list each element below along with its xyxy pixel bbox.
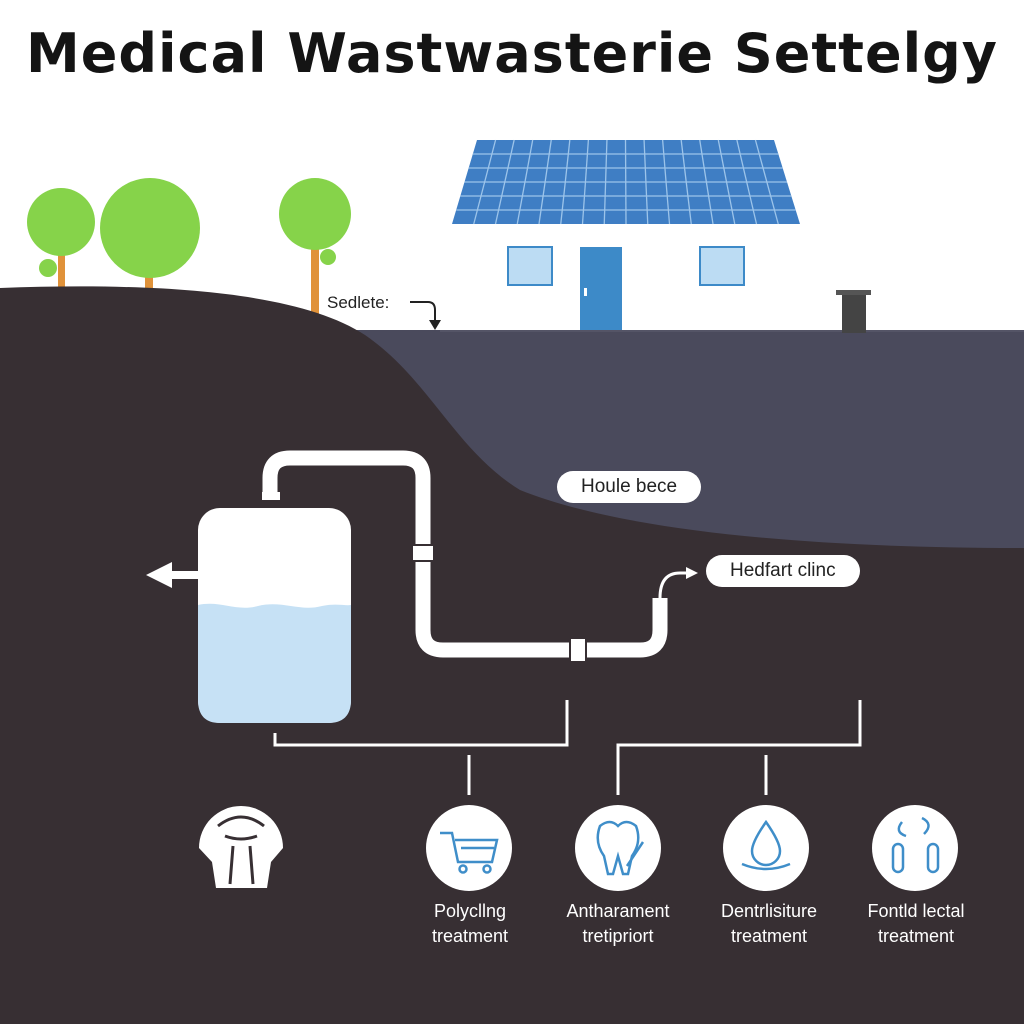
treatment-caption-line: Antharament xyxy=(566,901,670,921)
vent-pipe xyxy=(836,290,871,333)
label-pill-clinic: Hedfart clinc xyxy=(706,555,860,587)
treatment-caption-line: treatment xyxy=(877,926,955,946)
treatment-icon-circle xyxy=(426,805,512,891)
treatment-caption-line: treatment xyxy=(730,926,808,946)
water-drop-icon xyxy=(741,819,791,871)
test-tubes-icon xyxy=(891,816,940,874)
tooth-icon xyxy=(596,820,645,876)
label-pill-house: Houle bece xyxy=(557,471,702,503)
treatment-icon-circle xyxy=(872,805,958,891)
treatment-caption-line: Dentrlisiture xyxy=(720,901,818,921)
page-title: Medical Wastwasterie Settelgy xyxy=(26,22,998,85)
tree-icon xyxy=(279,178,351,320)
treatment-caption-line: Fontld lectal xyxy=(867,901,965,921)
tree-icon xyxy=(100,178,200,292)
tree-icon xyxy=(27,188,95,292)
treatment-caption: Fontld lectal treatment xyxy=(831,899,1001,949)
treatment-icon-circle xyxy=(575,805,661,891)
window-left xyxy=(507,246,553,286)
treatment-caption-line: treatment xyxy=(431,926,509,946)
treatment-caption: Antharament tretipriort xyxy=(533,899,703,949)
treatment-caption: Dentrlisiture treatment xyxy=(684,899,854,949)
treatment-tank xyxy=(198,508,351,723)
dome-icon xyxy=(199,806,283,888)
treatment-icon-circle xyxy=(723,805,809,891)
treatment-caption-line: tretipriort xyxy=(582,926,654,946)
treatment-caption: Polycllng treatment xyxy=(385,899,555,949)
connector-lines xyxy=(273,700,862,795)
house xyxy=(452,139,800,336)
window-right xyxy=(699,246,745,286)
ground-arrow xyxy=(410,301,436,326)
treatment-caption-line: Polycllng xyxy=(433,901,507,921)
trees xyxy=(27,178,351,320)
outflow-arrow-icon xyxy=(146,562,198,588)
ground-label: Sedlete: xyxy=(327,293,390,312)
cart-icon xyxy=(440,831,499,874)
